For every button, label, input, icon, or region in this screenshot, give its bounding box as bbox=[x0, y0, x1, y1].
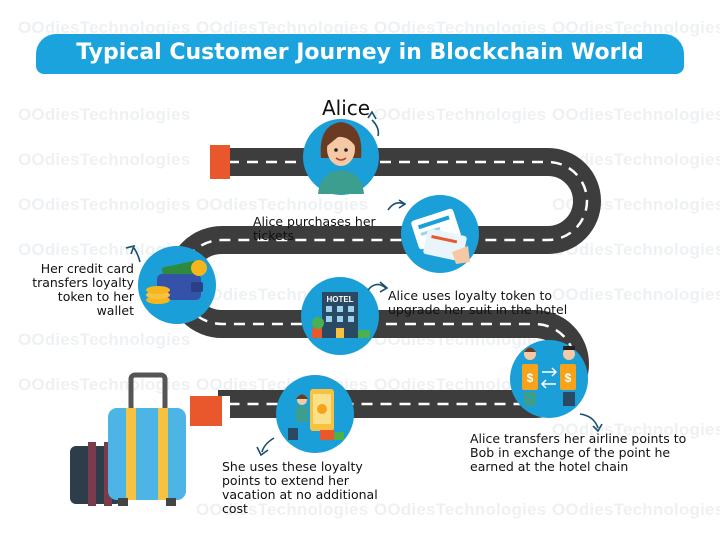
arrow-icon bbox=[261, 437, 275, 453]
watermark-text: OOdiesTechnologies bbox=[18, 195, 191, 214]
step-label-exchange: Alice transfers her airline points to Bo… bbox=[470, 431, 687, 474]
watermark-text: OOdiesTechnologies bbox=[196, 500, 369, 519]
watermark-text: OOdiesTechnologies bbox=[374, 18, 547, 37]
arrow-icon bbox=[133, 247, 141, 263]
hotel-sign: HOTEL bbox=[326, 295, 353, 304]
watermark-text: OOdiesTechnologies bbox=[552, 240, 720, 259]
watermark-text: OOdiesTechnologies bbox=[552, 18, 720, 37]
suitcase-icon bbox=[70, 372, 186, 506]
wallet-icon bbox=[138, 246, 216, 324]
step-label-vacation: She uses these loyalty points to extend … bbox=[222, 459, 378, 516]
watermark-text: OOdiesTechnologies bbox=[374, 500, 547, 519]
ticket-icon bbox=[401, 195, 479, 273]
watermark-text: OOdiesTechnologies bbox=[374, 375, 547, 394]
arrow-icon bbox=[367, 283, 387, 291]
step-label-hotel: Alice uses loyalty token to upgrade her … bbox=[388, 288, 568, 317]
arrowhead-icon bbox=[379, 281, 389, 293]
step-label-purchase: Alice purchases her tickets bbox=[253, 214, 376, 243]
page-title: Typical Customer Journey in Blockchain W… bbox=[76, 40, 644, 65]
watermark-text: OOdiesTechnologies bbox=[552, 285, 720, 304]
start-marker bbox=[210, 145, 230, 179]
svg-text:$: $ bbox=[565, 371, 572, 385]
watermark-text: OOdiesTechnologies bbox=[18, 330, 191, 349]
watermark-text: OOdiesTechnologies bbox=[18, 375, 191, 394]
arrowhead-icon bbox=[256, 446, 269, 457]
hotel-icon: HOTEL bbox=[301, 277, 379, 355]
arrowhead-icon bbox=[125, 244, 136, 255]
exchange-icon: $ $ bbox=[510, 340, 588, 418]
watermark-text: OOdiesTechnologies bbox=[552, 150, 720, 169]
arrow-icon bbox=[371, 119, 380, 137]
watermark-text: OOdiesTechnologies bbox=[18, 18, 191, 37]
connector-arrows bbox=[125, 110, 603, 457]
svg-text:$: $ bbox=[527, 371, 534, 385]
arrowhead-icon bbox=[367, 110, 377, 120]
watermark-text: OOdiesTechnologies bbox=[552, 420, 720, 439]
arrowhead-icon bbox=[398, 199, 407, 209]
watermark-text: OOdiesTechnologies bbox=[18, 105, 191, 124]
title-banner: Typical Customer Journey in Blockchain W… bbox=[36, 34, 684, 74]
arrow-icon bbox=[579, 413, 599, 429]
watermark-text: OOdiesTechnologies bbox=[552, 105, 720, 124]
arrowhead-icon bbox=[592, 423, 603, 433]
arrow-icon bbox=[387, 202, 405, 211]
watermark-text: OOdiesTechnologies bbox=[18, 150, 191, 169]
watermark-text: OOdiesTechnologies bbox=[18, 240, 191, 259]
vacation-phone-icon bbox=[276, 375, 354, 453]
alice-name-label: Alice bbox=[322, 96, 371, 120]
watermark-text: OOdiesTechnologies bbox=[196, 195, 369, 214]
alice-avatar-icon bbox=[303, 119, 379, 195]
end-marker bbox=[190, 396, 222, 426]
watermark-text: OOdiesTechnologies bbox=[196, 18, 369, 37]
step-label-wallet: Her credit card transfers loyalty token … bbox=[32, 261, 134, 318]
watermark-text: OOdiesTechnologies bbox=[552, 500, 720, 519]
watermark-text: OOdiesTechnologies bbox=[374, 105, 547, 124]
